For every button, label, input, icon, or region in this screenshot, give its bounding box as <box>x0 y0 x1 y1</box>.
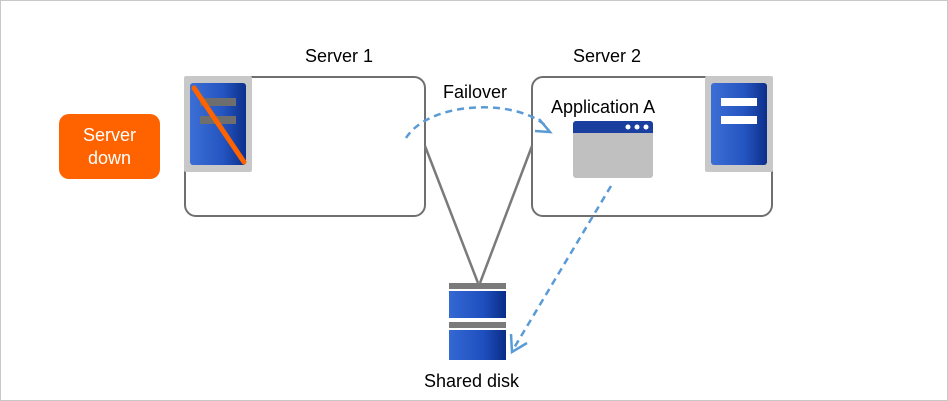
server-2-icon <box>705 76 773 172</box>
server-1-icon <box>184 76 252 172</box>
failover-arrow <box>404 106 553 139</box>
failover-label: Failover <box>443 82 508 102</box>
server-2-label: Server 2 <box>573 46 642 66</box>
server-1-label: Server 1 <box>305 46 374 66</box>
application-window-icon <box>573 121 653 178</box>
server-2-to-disk-line <box>478 145 534 284</box>
app-to-disk-arrow <box>509 185 613 355</box>
connection-lines <box>423 145 534 284</box>
server-1-to-disk-line <box>423 145 480 284</box>
server-down-line-1: Server <box>82 124 136 145</box>
server-down-slash <box>191 85 247 165</box>
shared-disk-label: Shared disk <box>424 371 520 391</box>
server-down-badge: Server down <box>59 114 160 179</box>
server-down-line-2: down <box>87 147 131 168</box>
application-label: Application A <box>551 97 656 117</box>
shared-disk-icon <box>449 283 506 360</box>
